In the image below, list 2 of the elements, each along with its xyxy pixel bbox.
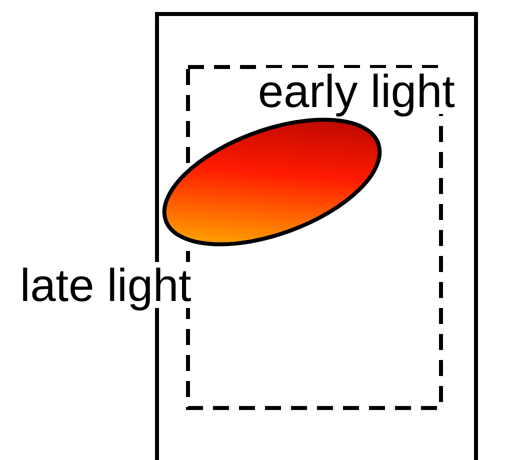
region-label: early light — [258, 68, 455, 114]
region-label: late light — [20, 262, 192, 308]
